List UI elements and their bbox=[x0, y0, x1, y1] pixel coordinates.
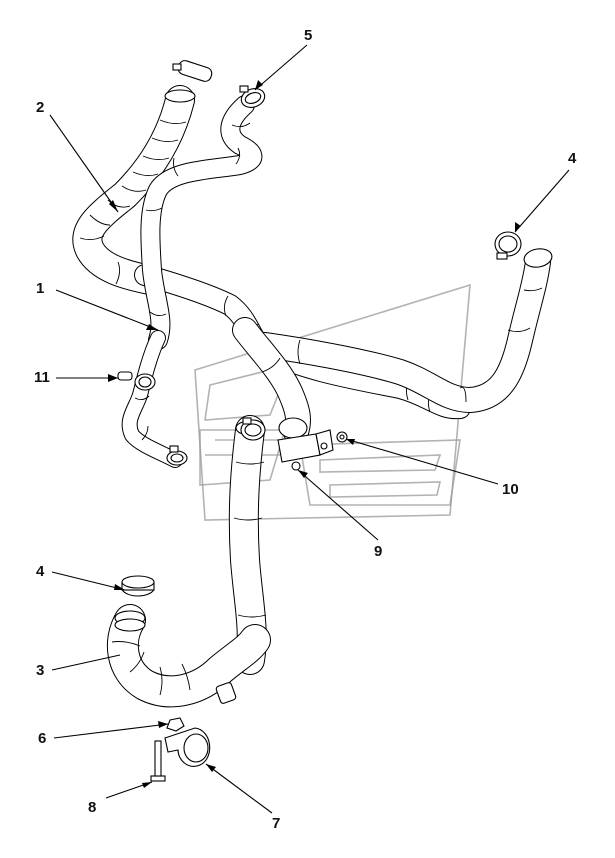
callout-3: 3 bbox=[36, 662, 44, 679]
callout-4-lower: 4 bbox=[36, 563, 45, 580]
hose-clamp-11 bbox=[117, 371, 156, 391]
pipe-down bbox=[228, 415, 267, 675]
callout-11: 11 bbox=[34, 369, 50, 386]
callout-5: 5 bbox=[304, 27, 312, 44]
callout-6: 7 bbox=[272, 815, 280, 832]
nut-7 bbox=[166, 717, 185, 732]
bracket-9 bbox=[277, 429, 334, 471]
drain-spigot bbox=[215, 682, 237, 704]
hose-clamp-down-top bbox=[240, 417, 266, 441]
pipe-center-junction bbox=[232, 317, 311, 445]
pipe-upper-branch bbox=[140, 95, 263, 350]
callout-1: 1 bbox=[36, 280, 44, 297]
p-clamp-6 bbox=[164, 727, 211, 767]
nut-10 bbox=[336, 431, 348, 443]
hose-clamp-4-lower bbox=[121, 575, 155, 597]
callout-10: 10 bbox=[502, 481, 519, 498]
callout-4-upper: 4 bbox=[568, 150, 577, 167]
callout-8: 8 bbox=[88, 799, 96, 816]
pipe-right bbox=[252, 248, 553, 413]
hose-clamp-top-left bbox=[172, 60, 213, 82]
callout-9: 9 bbox=[374, 543, 382, 560]
hose-clamp-lower-left bbox=[166, 445, 188, 466]
hose-clamp-5 bbox=[239, 85, 266, 108]
pipe-2 bbox=[72, 85, 196, 295]
leader-lines bbox=[49, 44, 570, 814]
pipe-3 bbox=[106, 604, 271, 708]
callout-labels: 2 1 11 5 4 4 3 6 8 7 9 10 bbox=[34, 27, 577, 832]
pipe-1-lower bbox=[121, 330, 183, 468]
hose-clamp-4-upper bbox=[494, 231, 522, 260]
callout-2: 2 bbox=[36, 99, 44, 116]
callout-7: 6 bbox=[38, 730, 46, 747]
bolt-8 bbox=[150, 740, 166, 782]
